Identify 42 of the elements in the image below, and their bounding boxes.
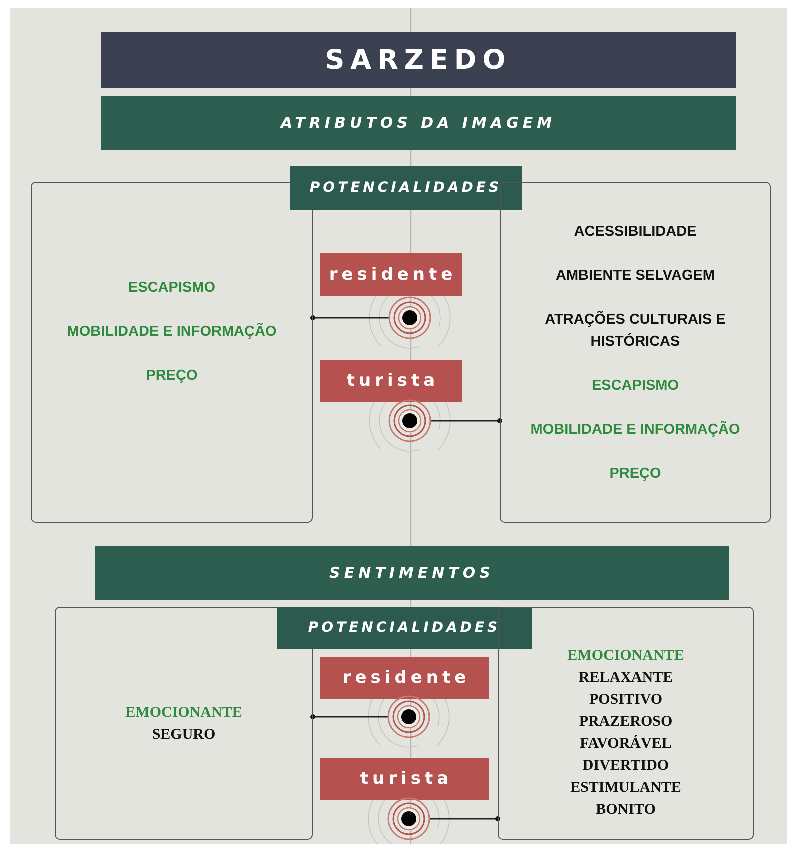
banner-heading: ATRIBUTOS DA IMAGEM [280,114,556,132]
section-banner [290,166,522,210]
attribute-text: ESCAPISMO [592,376,679,396]
group-label-box: turista [320,758,489,800]
section-banner [95,546,729,600]
banner-heading: SENTIMENTOS [330,564,494,582]
text-panel [500,182,771,523]
target-icon [387,695,431,739]
attribute-text: DIVERTIDO [582,757,670,776]
section-banner [277,607,532,649]
connector-line [430,816,500,822]
attribute-text: EMOCIONANTE [126,704,242,722]
group-label-box: residente [320,657,489,699]
attribute-text: MOBILIDADE E INFORMAÇÃO [67,322,277,342]
group-label-box: turista [320,360,462,402]
target-icon [388,296,432,340]
attribute-text: ESTIMULANTE [570,779,682,798]
attribute-text: BONITO [596,801,656,820]
title: SARZEDO [325,44,512,76]
attribute-text: AMBIENTE SELVAGEM [556,266,715,286]
attribute-text: PREÇO [146,366,198,386]
attribute-text: ACESSIBILIDADE [574,222,697,242]
banner-heading: POTENCIALIDADES [310,180,502,196]
attribute-text: SEGURO [152,726,216,744]
attribute-text: POSITIVO [589,691,663,710]
target-icon [387,797,431,841]
connector-line [310,316,390,320]
group-label-box: residente [320,253,462,296]
target-icon [388,399,432,443]
text-panel [498,607,754,840]
attribute-text: PREÇO [610,464,662,484]
attribute-text: EMOCIONANTE [568,647,684,666]
attribute-text: ATRAÇÕES CULTURAIS E HISTÓRICAS [544,310,727,352]
banner-heading: POTENCIALIDADES [308,620,501,636]
attribute-text: PRAZEROSO [579,713,673,732]
attribute-text: ESCAPISMO [128,278,216,298]
section-banner [101,96,736,150]
connector-line [430,418,502,424]
attribute-text: MOBILIDADE E INFORMAÇÃO [530,420,740,440]
attribute-text: RELAXANTE [578,669,674,688]
connector-line [310,714,388,720]
attribute-text: FAVORÁVEL [580,734,672,754]
